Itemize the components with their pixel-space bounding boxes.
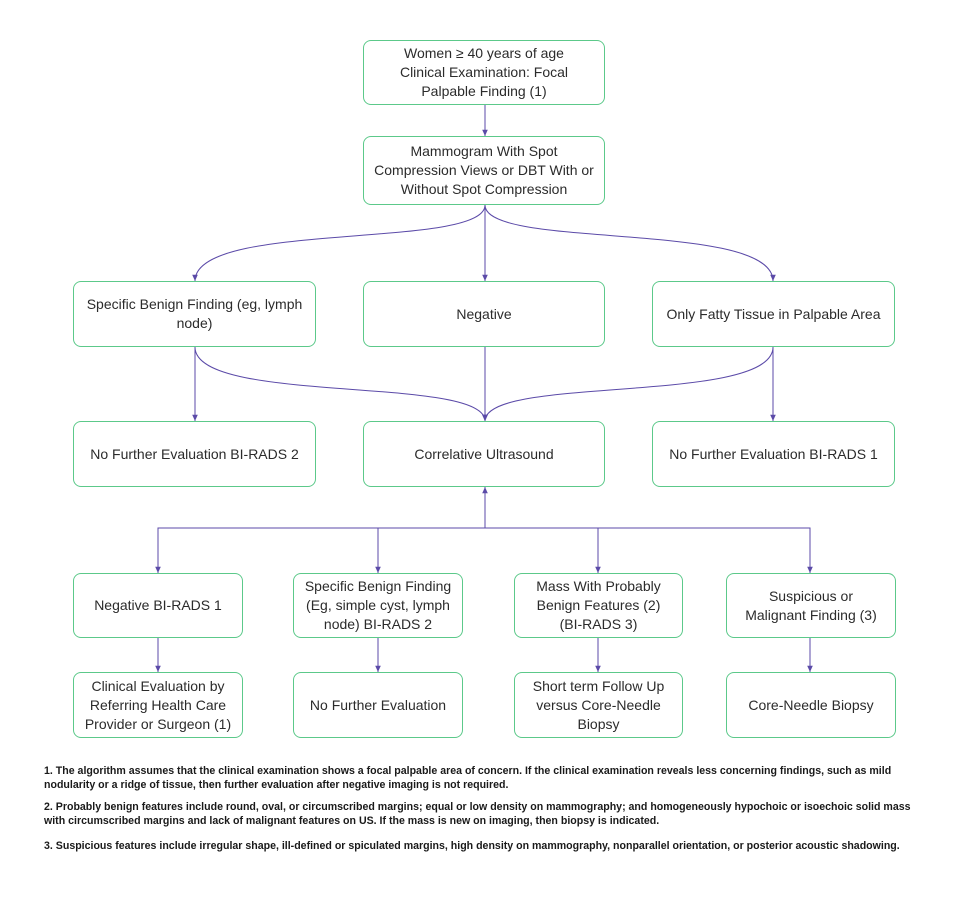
edge-specific-benign-to-correlative-us — [194, 346, 488, 422]
node-no-further-birads1: No Further Evaluation BI-RADS 1 — [652, 421, 895, 487]
edge-mammogram-to-fatty — [484, 204, 776, 282]
node-no-further-birads2: No Further Evaluation BI-RADS 2 — [73, 421, 316, 487]
node-core-needle-biopsy: Core-Needle Biopsy — [726, 672, 896, 738]
node-no-further-evaluation: No Further Evaluation — [293, 672, 463, 738]
edge-us-to-negative-birads1 — [155, 527, 485, 573]
node-negative: Negative — [363, 281, 605, 347]
footnote-1: 1. The algorithm assumes that the clinic… — [44, 765, 892, 791]
footnote-2: 2. Probably benign features include roun… — [44, 801, 911, 827]
node-us-suspicious: Suspicious or Malignant Finding (3) — [726, 573, 896, 638]
node-us-probably-benign: Mass With Probably Benign Features (2) (… — [514, 573, 683, 638]
edge-us-to-specific-benign-birads2 — [375, 527, 485, 573]
node-fatty: Only Fatty Tissue in Palpable Area — [652, 281, 895, 347]
node-clinical-evaluation: Clinical Evaluation by Referring Health … — [73, 672, 243, 738]
node-mammogram: Mammogram With Spot Compression Views or… — [363, 136, 605, 205]
node-us-specific-benign-birads2: Specific Benign Finding (Eg, simple cyst… — [293, 573, 463, 638]
node-us-negative-birads1: Negative BI-RADS 1 — [73, 573, 243, 638]
edge-mammogram-to-specific-benign — [192, 204, 486, 282]
edge-us-to-suspicious — [485, 527, 813, 573]
node-start: Women ≥ 40 years of age Clinical Examina… — [363, 40, 605, 105]
edge-us-to-probably-benign — [485, 527, 601, 573]
node-short-term-follow-up: Short term Follow Up versus Core-Needle … — [514, 672, 683, 738]
node-correlative-ultrasound: Correlative Ultrasound — [363, 421, 605, 487]
edge-fatty-to-correlative-us — [482, 346, 774, 422]
node-specific-benign: Specific Benign Finding (eg, lymph node) — [73, 281, 316, 347]
footnote-3: 3. Suspicious features include irregular… — [44, 840, 900, 852]
